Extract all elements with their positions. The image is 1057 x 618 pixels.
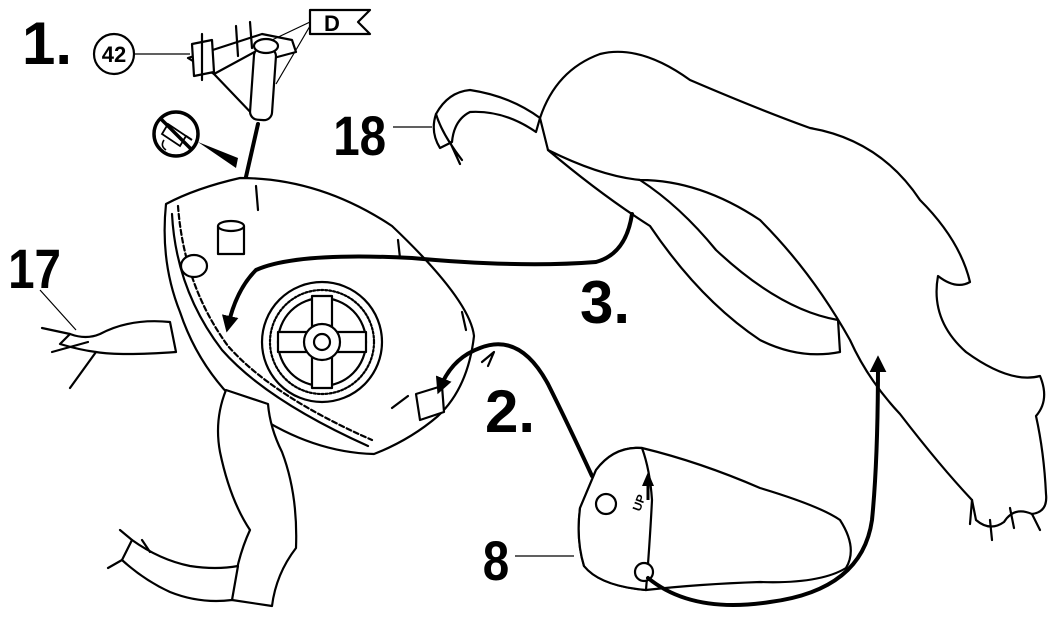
no-glue-icon — [154, 112, 238, 168]
part-18-label: 18 — [333, 105, 386, 167]
callout-d-text: D — [324, 11, 340, 36]
part-8-label: 8 — [483, 530, 509, 592]
callout-d-leader-a — [272, 22, 310, 40]
step-2-label: 2. — [485, 378, 535, 445]
step-2-tick — [482, 352, 494, 366]
step-1-label: 1. — [22, 10, 72, 77]
step-3-label: 3. — [580, 269, 630, 336]
callout-42-text: 42 — [102, 42, 126, 67]
callout-d-flag — [310, 10, 370, 34]
part-8: UP — [579, 448, 851, 590]
body-shell-part — [42, 178, 474, 606]
part-17-label: 17 — [8, 238, 61, 300]
part-18 — [434, 52, 1046, 540]
